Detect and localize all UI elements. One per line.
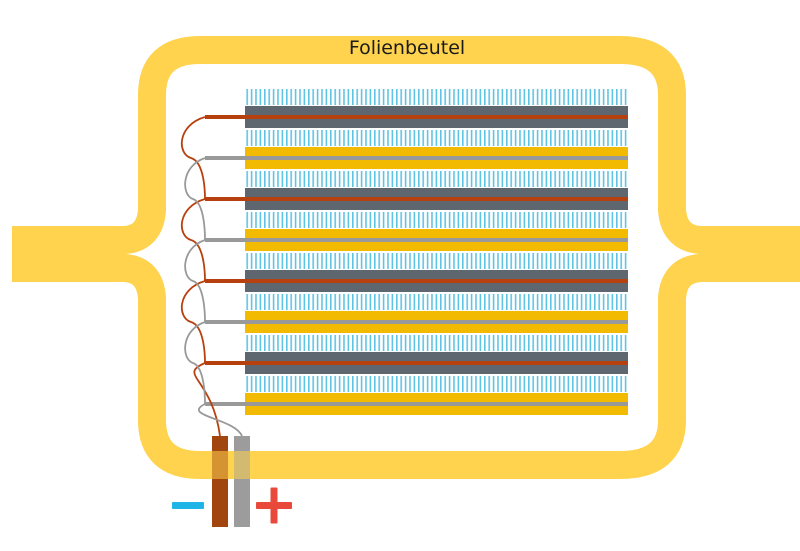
separator-layer-2 bbox=[245, 130, 628, 146]
pouch-title: Folienbeutel bbox=[349, 37, 465, 59]
plus-sign bbox=[256, 487, 292, 524]
anode-tab-2 bbox=[205, 197, 245, 201]
separator-layer-8 bbox=[245, 376, 628, 392]
pouch-seal-overlay bbox=[208, 451, 254, 479]
pouch-foil-upper bbox=[12, 36, 800, 254]
minus-sign bbox=[172, 502, 204, 509]
separator-layer-7 bbox=[245, 335, 628, 351]
separator-layer-5 bbox=[245, 253, 628, 269]
anode-tab-1 bbox=[205, 115, 245, 119]
cathode-wire bbox=[184, 157, 243, 437]
pouch-foil-lower bbox=[12, 254, 800, 479]
positive-terminal-tab bbox=[234, 436, 250, 527]
anode-foil-3 bbox=[245, 279, 628, 283]
anode-foil-2 bbox=[245, 197, 628, 201]
cathode-tab-1 bbox=[205, 156, 245, 160]
separator-layer-3 bbox=[245, 171, 628, 187]
cathode-foil-2 bbox=[245, 238, 628, 242]
separator-layer-4 bbox=[245, 212, 628, 228]
separator-layer-1 bbox=[245, 89, 628, 105]
electrode-stack bbox=[205, 89, 628, 415]
anode-tab-3 bbox=[205, 279, 245, 283]
anode-foil-4 bbox=[245, 361, 628, 365]
separator-layer-6 bbox=[245, 294, 628, 310]
anode-foil-1 bbox=[245, 115, 628, 119]
cathode-tab-3 bbox=[205, 320, 245, 324]
cathode-foil-1 bbox=[245, 156, 628, 160]
negative-terminal-tab bbox=[212, 436, 228, 527]
anode-tab-4 bbox=[205, 361, 245, 365]
tab-wiring bbox=[180, 116, 243, 437]
cathode-tab-2 bbox=[205, 238, 245, 242]
cathode-foil-3 bbox=[245, 320, 628, 324]
cathode-foil-4 bbox=[245, 402, 628, 406]
cathode-tab-4 bbox=[205, 402, 245, 406]
anode-wire bbox=[180, 116, 221, 437]
